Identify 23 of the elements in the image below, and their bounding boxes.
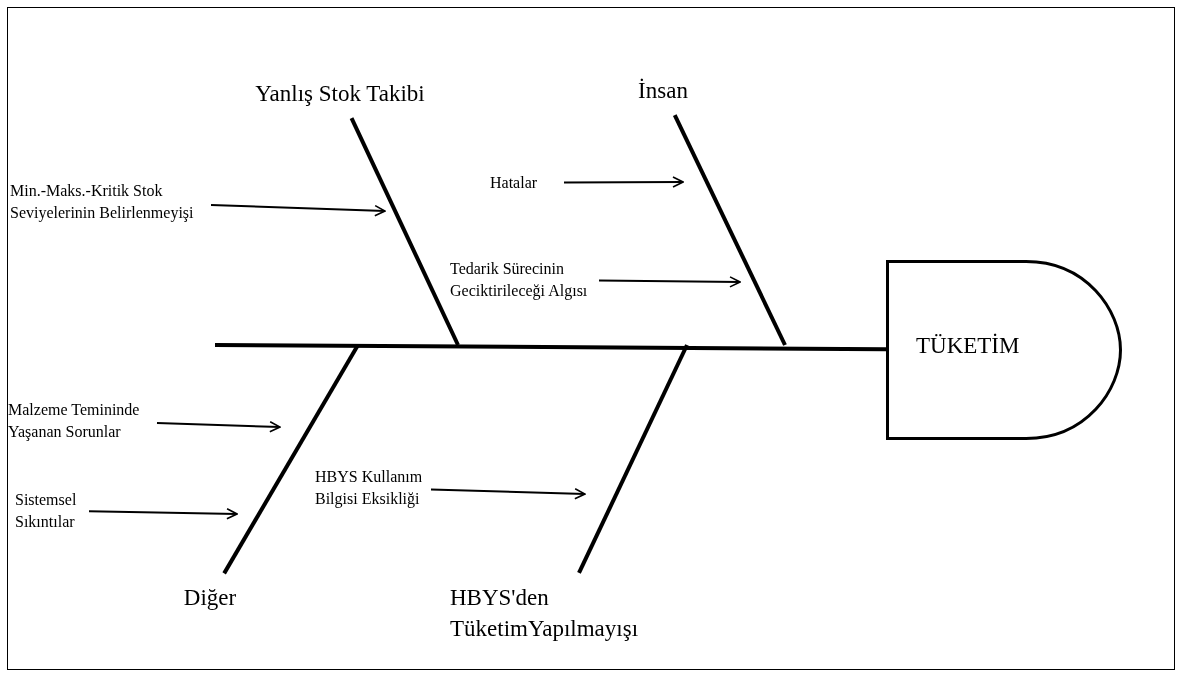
category-label: Yanlış Stok Takibi: [254, 80, 426, 108]
category-label: HBYS'den TüketimYapılmayışı: [450, 584, 640, 644]
category-label: İnsan: [637, 77, 689, 105]
cause-label: HBYS Kullanım Bilgisi Eksikliği: [315, 467, 424, 510]
cause-label: Sistemsel Sıkıntılar: [15, 490, 78, 532]
arrow: [156, 420, 281, 433]
bone-line: [672, 114, 787, 346]
cause-label: Malzeme Temininde Yaşanan Sorunlar: [8, 400, 141, 443]
cause-label: Tedarik Sürecinin Geciktirileceği Algısı: [450, 259, 589, 302]
arrow: [430, 487, 586, 500]
bone-line: [222, 344, 360, 575]
bone-line: [349, 117, 460, 346]
effect-head: [886, 260, 1122, 440]
cause-label: Hatalar: [490, 173, 539, 193]
arrow: [210, 204, 386, 217]
bone-line: [577, 344, 689, 574]
arrow: [88, 508, 238, 520]
cause-label: Min.-Maks.-Kritik Stok Seviyelerinin Belirlenmeyişi: [10, 181, 195, 224]
effect-label: TÜKETİM: [916, 332, 1020, 360]
arrow: [563, 176, 684, 188]
spine-line: [215, 343, 886, 352]
arrow: [598, 276, 741, 288]
category-label: Diğer: [182, 584, 238, 612]
